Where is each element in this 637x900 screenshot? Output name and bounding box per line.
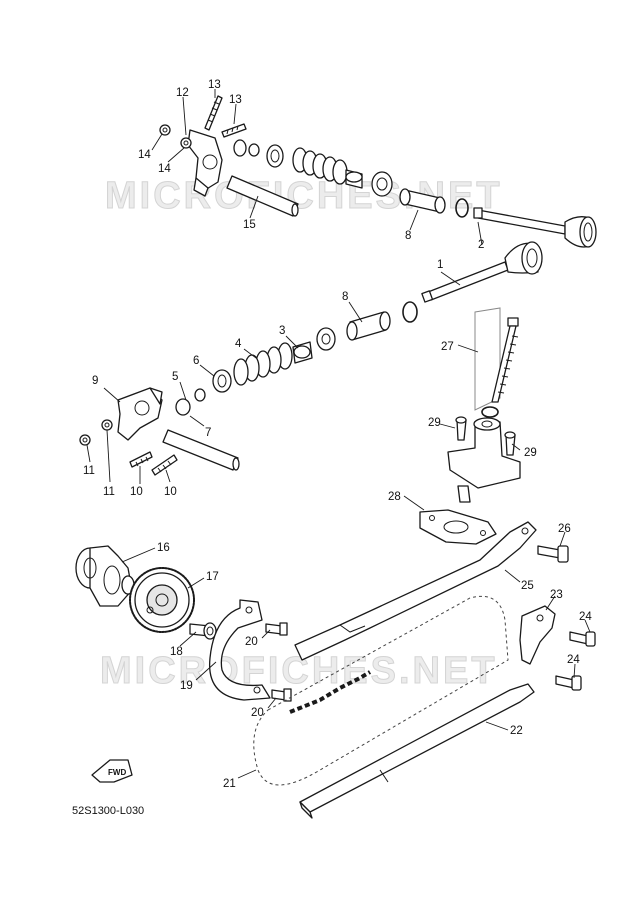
- cam-sprocket[interactable]: [129, 567, 195, 633]
- callout-2: 2: [478, 239, 484, 251]
- callout-24-lower: 24: [567, 654, 580, 666]
- callout-17: 17: [206, 571, 219, 583]
- lower-rocker-nut-b[interactable]: [101, 419, 113, 431]
- lower-adjust-screw-b[interactable]: [151, 454, 178, 476]
- callout-13-left: 13: [208, 79, 221, 91]
- callout-10-right: 10: [164, 486, 177, 498]
- callout-24-upper: 24: [579, 611, 592, 623]
- exhaust-valve[interactable]: [473, 207, 597, 248]
- cam-chain[interactable]: [253, 595, 509, 786]
- callout-4: 4: [235, 338, 242, 350]
- upper-rocker-bolt-left[interactable]: [159, 124, 171, 136]
- guide-bolt[interactable]: [537, 545, 569, 563]
- callout-5: 5: [172, 371, 178, 383]
- callout-11-upper: 11: [83, 465, 95, 477]
- callout-23: 23: [550, 589, 563, 601]
- callout-27: 27: [441, 341, 454, 353]
- lower-adjust-screw-a[interactable]: [129, 451, 153, 468]
- tensioner-spring-kit-box: [474, 307, 501, 411]
- upper-spring-retainer[interactable]: [266, 144, 284, 168]
- lower-oil-seal[interactable]: [316, 327, 336, 351]
- watermark-bottom: MICROFICHES.NET: [100, 650, 498, 692]
- upper-valve-guide[interactable]: [399, 188, 446, 214]
- callout-18: 18: [170, 646, 183, 658]
- lower-valve-spring[interactable]: [233, 342, 293, 386]
- upper-o-ring[interactable]: [455, 198, 469, 218]
- callout-6: 6: [193, 355, 199, 367]
- callout-22: 22: [510, 725, 523, 737]
- svg-text:FWD: FWD: [108, 768, 126, 777]
- callout-7: 7: [205, 427, 211, 439]
- camshaft[interactable]: [75, 545, 135, 607]
- cam-plate[interactable]: [208, 599, 271, 701]
- tensioner-guide[interactable]: [294, 521, 537, 661]
- sprocket-bolt[interactable]: [189, 622, 217, 640]
- lower-rocker-nut-a[interactable]: [79, 434, 91, 446]
- callout-10-left: 10: [130, 486, 143, 498]
- callout-16: 16: [157, 542, 170, 554]
- callout-20-lower: 20: [251, 707, 264, 719]
- callout-12: 12: [176, 87, 189, 99]
- tensioner-gasket[interactable]: [419, 509, 497, 545]
- callout-20-upper: 20: [245, 636, 258, 648]
- callout-14-left: 14: [138, 149, 151, 161]
- upper-adjust-screw-a[interactable]: [204, 95, 223, 131]
- lower-valve-guide[interactable]: [346, 311, 391, 341]
- callout-14-right: 14: [158, 163, 171, 175]
- stopper-bolt-upper[interactable]: [569, 631, 596, 647]
- callout-21: 21: [223, 778, 236, 790]
- lower-rocker-shaft[interactable]: [162, 429, 240, 471]
- callout-1: 1: [437, 259, 443, 271]
- tensioner-bolt-left[interactable]: [455, 416, 467, 441]
- chain-guide-stopper[interactable]: [519, 605, 556, 665]
- callout-9: 9: [92, 375, 98, 387]
- tensioner-bolt-spring[interactable]: [481, 317, 519, 418]
- callout-28: 28: [388, 491, 401, 503]
- lower-spring-retainer[interactable]: [212, 369, 232, 393]
- lower-rocker-arm[interactable]: [117, 387, 163, 441]
- upper-rocker-bolt-right[interactable]: [180, 137, 192, 149]
- upper-oil-seal[interactable]: [371, 171, 393, 197]
- lower-spring-seat[interactable]: [292, 341, 313, 364]
- intake-valve[interactable]: [421, 241, 543, 303]
- upper-spring-seat[interactable]: [345, 169, 363, 189]
- upper-rocker-shaft[interactable]: [226, 175, 299, 217]
- lower-o-ring[interactable]: [402, 301, 418, 323]
- upper-adjust-screw-b[interactable]: [221, 123, 247, 138]
- callout-3: 3: [279, 325, 285, 337]
- callout-13-right: 13: [229, 94, 242, 106]
- callout-25: 25: [521, 580, 534, 592]
- tensioner-bolt-right[interactable]: [504, 431, 516, 456]
- fwd-arrow-icon: FWD: [91, 759, 133, 783]
- plate-bolt-upper[interactable]: [265, 622, 288, 636]
- upper-valve-cotter[interactable]: [233, 139, 260, 157]
- leader-lines: [86, 89, 591, 779]
- chain-guide[interactable]: [299, 683, 535, 819]
- stopper-bolt-lower[interactable]: [555, 675, 582, 691]
- callout-26: 26: [558, 523, 571, 535]
- diagram-code: 52S1300-L030: [72, 805, 144, 817]
- lower-valve-cotter[interactable]: [175, 388, 206, 416]
- callout-11-lower: 11: [103, 486, 115, 498]
- callout-29-right: 29: [524, 447, 537, 459]
- upper-valve-spring[interactable]: [292, 147, 348, 185]
- callout-8-lower: 8: [342, 291, 348, 303]
- callouts: 1 2 3 4 5 6 7 8 8 9 10 10 11 11 12 13 13…: [83, 79, 592, 790]
- upper-rocker-arm[interactable]: [187, 129, 223, 197]
- callout-19: 19: [180, 680, 193, 692]
- callout-15: 15: [243, 219, 256, 231]
- callout-8-upper: 8: [405, 230, 411, 242]
- tensioner-body[interactable]: [447, 417, 521, 503]
- callout-29-left: 29: [428, 417, 441, 429]
